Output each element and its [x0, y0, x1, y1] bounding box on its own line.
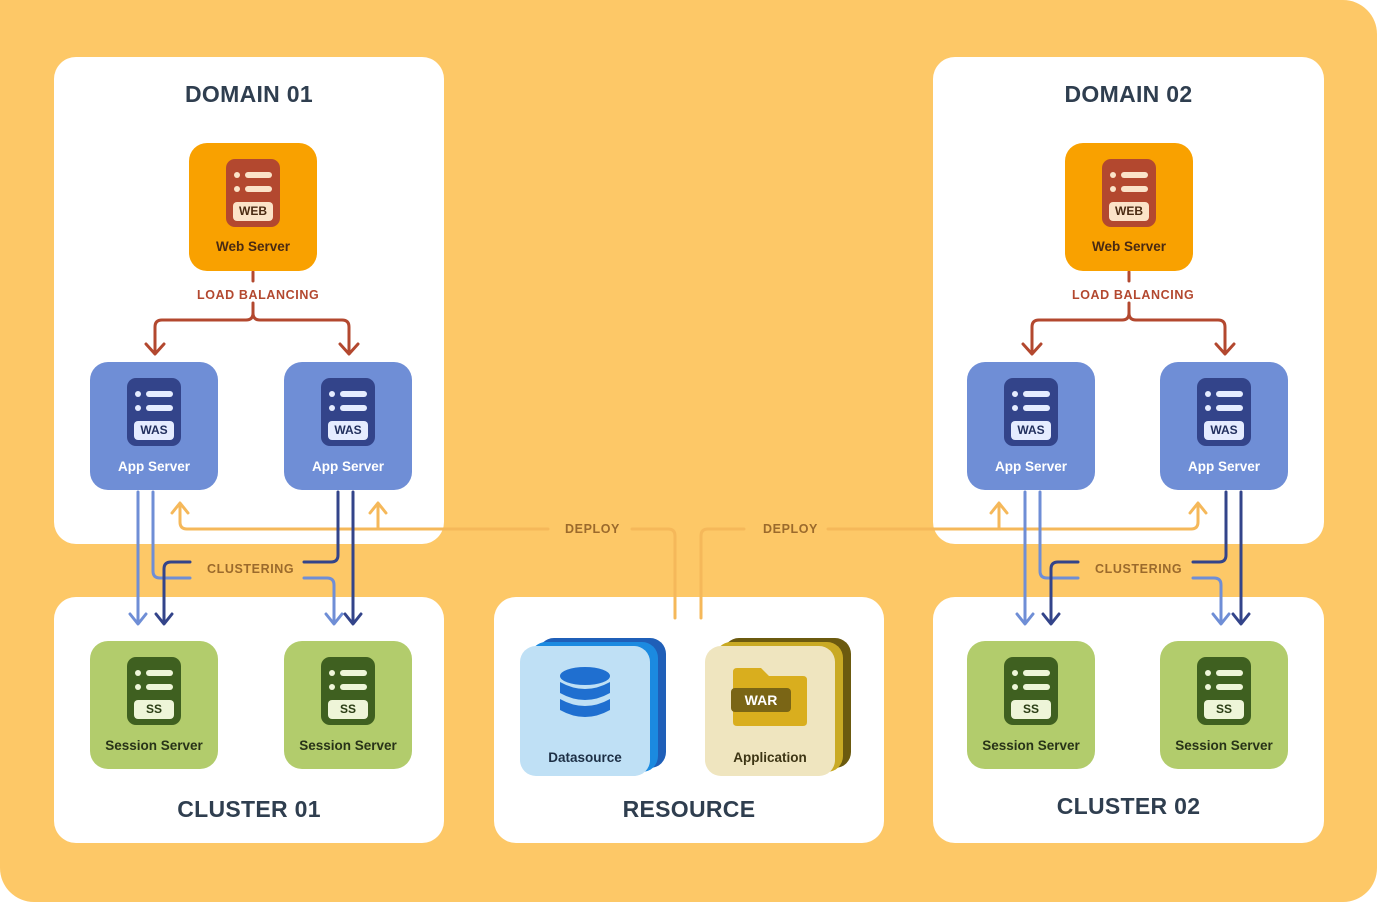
web-server-label: Web Server: [1091, 239, 1167, 254]
domain-01-title: DOMAIN 01: [185, 81, 313, 107]
server-icon: SS: [127, 657, 181, 725]
app-server-domain-02-a[interactable]: WAS App Server: [967, 362, 1095, 490]
session-server-label: Session Server: [1175, 738, 1273, 753]
clustering-lines-cluster-02: [1015, 490, 1251, 626]
web-tag: WEB: [1109, 202, 1149, 221]
load-balancing-lines-domain-01: [144, 270, 360, 356]
application-card: WAR Application: [705, 646, 835, 776]
session-server-cluster-02-b[interactable]: SS Session Server: [1160, 641, 1288, 769]
app-server-domain-01-a[interactable]: WAS App Server: [90, 362, 218, 490]
web-server-label: Web Server: [215, 239, 291, 254]
session-server-label: Session Server: [105, 738, 203, 753]
ss-tag: SS: [1011, 700, 1051, 719]
session-server-cluster-02-a[interactable]: SS Session Server: [967, 641, 1095, 769]
app-server-label: App Server: [994, 459, 1068, 474]
was-tag: WAS: [1011, 421, 1051, 440]
cluster-02-title: CLUSTER 02: [1056, 793, 1201, 819]
server-icon: WAS: [127, 378, 181, 446]
app-server-domain-01-b[interactable]: WAS App Server: [284, 362, 412, 490]
clustering-lines-cluster-01: [128, 490, 363, 626]
server-icon: SS: [1004, 657, 1058, 725]
was-tag: WAS: [134, 421, 174, 440]
server-icon: WAS: [1004, 378, 1058, 446]
deploy-label-right: DEPLOY: [763, 522, 818, 536]
server-icon: WEB: [1102, 159, 1156, 227]
datasource-label: Datasource: [548, 750, 622, 765]
ss-tag: SS: [328, 700, 368, 719]
app-server-label: App Server: [117, 459, 191, 474]
application-resource[interactable]: WAR Application: [705, 638, 853, 776]
resource-title: RESOURCE: [622, 796, 756, 822]
session-server-label: Session Server: [982, 738, 1080, 753]
web-tag: WEB: [233, 202, 273, 221]
load-balancing-label-domain-01: LOAD BALANCING: [197, 288, 320, 302]
ss-tag: SS: [134, 700, 174, 719]
session-server-cluster-01-a[interactable]: SS Session Server: [90, 641, 218, 769]
application-label: Application: [733, 750, 807, 765]
server-icon: SS: [1197, 657, 1251, 725]
app-server-label: App Server: [311, 459, 385, 474]
was-tag: WAS: [1204, 421, 1244, 440]
app-server-label: App Server: [1187, 459, 1261, 474]
load-balancing-label-domain-02: LOAD BALANCING: [1072, 288, 1195, 302]
server-icon: SS: [321, 657, 375, 725]
clustering-label-cluster-02: CLUSTERING: [1095, 562, 1183, 576]
clustering-label-cluster-01: CLUSTERING: [207, 562, 295, 576]
session-server-cluster-01-b[interactable]: SS Session Server: [284, 641, 412, 769]
server-icon: WAS: [1197, 378, 1251, 446]
session-server-label: Session Server: [299, 738, 397, 753]
cluster-01-title: CLUSTER 01: [177, 796, 321, 822]
server-icon: WEB: [226, 159, 280, 227]
web-server-domain-02[interactable]: WEB Web Server: [1065, 143, 1193, 271]
domain-02-title: DOMAIN 02: [1064, 81, 1193, 107]
datasource-card: Datasource: [520, 646, 650, 776]
web-server-domain-01[interactable]: WEB Web Server: [189, 143, 317, 271]
deploy-label-left: DEPLOY: [565, 522, 620, 536]
ss-tag: SS: [1204, 700, 1244, 719]
war-tag: WAR: [744, 692, 778, 708]
load-balancing-lines-domain-02: [1021, 270, 1236, 356]
database-icon: [560, 667, 610, 717]
datasource-resource[interactable]: Datasource: [520, 638, 668, 776]
server-icon: WAS: [321, 378, 375, 446]
folder-icon: [731, 668, 807, 726]
app-server-domain-02-b[interactable]: WAS App Server: [1160, 362, 1288, 490]
was-tag: WAS: [328, 421, 368, 440]
deploy-lines: [170, 501, 1208, 620]
